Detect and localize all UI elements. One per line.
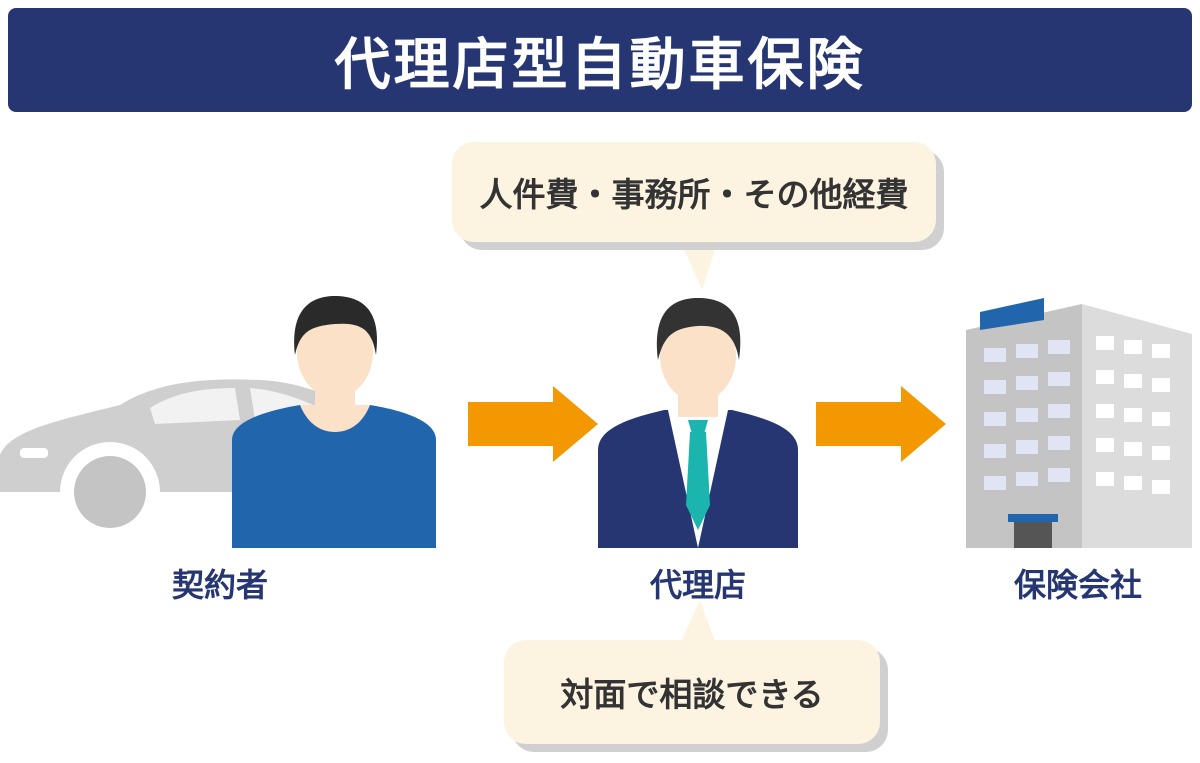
agency-person-icon <box>598 298 798 548</box>
agency-label: 代理店 <box>649 566 746 604</box>
title-banner: 代理店型自動車保険 <box>8 8 1192 112</box>
consult-speech-bubble: 対面で相談できる <box>504 640 880 744</box>
customer-label: 契約者 <box>171 566 268 604</box>
costs-speech-bubble: 人件費・事務所・その他経費 <box>452 142 936 242</box>
consult-bubble-text: 対面で相談できる <box>560 675 824 714</box>
bubble-top-tail <box>680 240 718 290</box>
insurance-building-icon <box>966 298 1192 548</box>
insurer-label: 保険会社 <box>1013 566 1142 604</box>
bubble-bottom-tail <box>680 600 716 644</box>
arrow-customer-to-agency <box>468 386 598 462</box>
page-title: 代理店型自動車保険 <box>334 32 866 98</box>
costs-bubble-text: 人件費・事務所・その他経費 <box>479 175 909 214</box>
customer-person-icon <box>232 296 436 548</box>
arrow-agency-to-insurer <box>816 386 946 462</box>
